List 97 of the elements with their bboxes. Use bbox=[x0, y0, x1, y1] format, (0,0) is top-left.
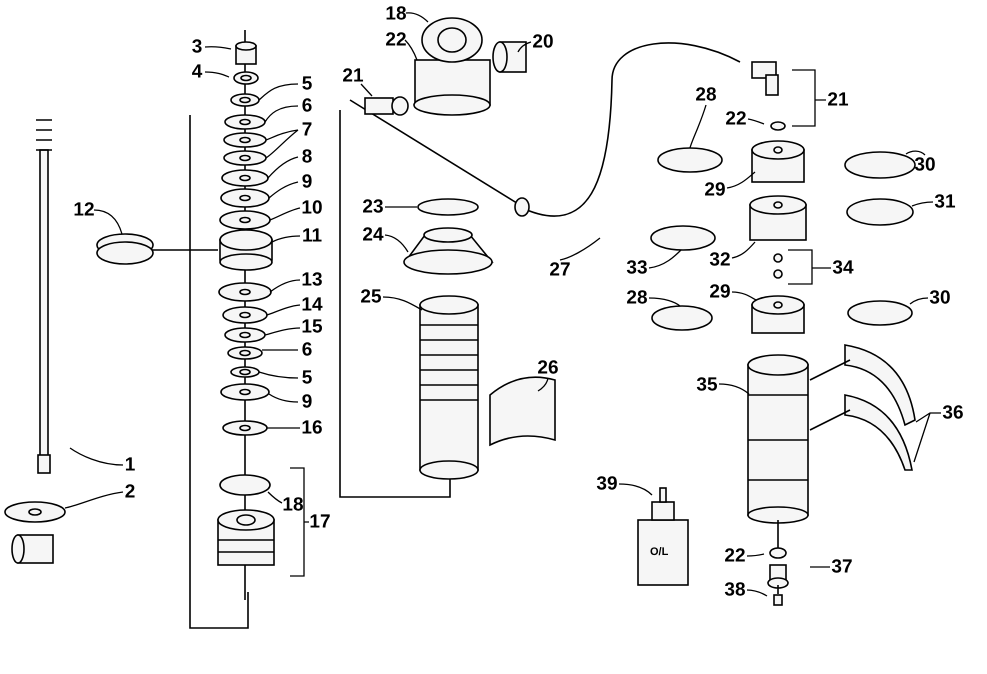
leader-line bbox=[906, 150, 926, 156]
leader-line bbox=[64, 491, 124, 509]
leader-line bbox=[913, 412, 942, 463]
leader-line bbox=[404, 40, 418, 60]
callout-number: 20 bbox=[531, 32, 555, 52]
leader-line bbox=[748, 118, 764, 125]
leader-line bbox=[265, 129, 299, 159]
callout-number: 16 bbox=[300, 418, 324, 438]
callout-number: 26 bbox=[536, 358, 560, 378]
callout-number: 21 bbox=[826, 90, 850, 110]
callout-number: 21 bbox=[341, 66, 365, 86]
leader-line bbox=[204, 71, 230, 78]
leader-line bbox=[270, 279, 300, 293]
leader-line bbox=[289, 467, 310, 577]
leader-line bbox=[791, 69, 827, 127]
leader-line bbox=[732, 291, 756, 301]
callout-number: 29 bbox=[703, 180, 727, 200]
callout-number: 11 bbox=[300, 226, 324, 246]
leader-line bbox=[560, 237, 600, 261]
callout-number: 6 bbox=[300, 96, 314, 116]
callout-number: 10 bbox=[300, 198, 324, 218]
leader-line bbox=[732, 242, 756, 259]
leader-line bbox=[787, 249, 832, 285]
callout-number: 9 bbox=[300, 392, 314, 412]
callout-number: 28 bbox=[694, 86, 718, 104]
callout-number: 25 bbox=[359, 288, 383, 306]
leader-line bbox=[726, 172, 756, 189]
callout-number: 28 bbox=[625, 288, 649, 308]
callout-number: 14 bbox=[300, 296, 324, 314]
leader-line bbox=[648, 250, 682, 269]
callout-number: 5 bbox=[300, 368, 314, 388]
leader-line bbox=[689, 104, 707, 148]
leader-line bbox=[70, 447, 124, 466]
callout-number: 8 bbox=[300, 148, 314, 166]
callout-number: 22 bbox=[723, 546, 747, 566]
leader-line bbox=[747, 553, 764, 557]
callout-number: 5 bbox=[300, 74, 314, 94]
callout-number: 4 bbox=[190, 62, 204, 82]
callout-number: 31 bbox=[933, 192, 957, 212]
callout-number: 9 bbox=[300, 172, 314, 192]
callout-number: 3 bbox=[190, 38, 204, 56]
callout-number: 30 bbox=[913, 156, 937, 174]
callout-number: 23 bbox=[361, 198, 385, 216]
leader-line bbox=[268, 181, 298, 198]
leader-line bbox=[204, 46, 232, 50]
leader-line bbox=[517, 41, 532, 52]
callout-number: 18 bbox=[281, 496, 305, 514]
leader-line bbox=[910, 297, 928, 305]
callout-number: 13 bbox=[300, 270, 324, 290]
leader-line bbox=[258, 83, 298, 100]
leader-line bbox=[94, 209, 123, 234]
leader-line bbox=[382, 296, 422, 311]
callout-number: 12 bbox=[72, 200, 96, 220]
leader-line bbox=[264, 327, 300, 336]
leader-line bbox=[538, 378, 549, 392]
leader-line bbox=[267, 427, 300, 429]
callout-number: 29 bbox=[708, 282, 732, 302]
callout-number: 18 bbox=[384, 4, 408, 24]
callout-number: 6 bbox=[300, 340, 314, 360]
callout-number: 38 bbox=[723, 580, 747, 600]
leader-line bbox=[272, 235, 300, 243]
leader-line bbox=[406, 12, 428, 22]
callout-number: 39 bbox=[595, 474, 619, 494]
container-label: O/L bbox=[650, 546, 668, 558]
callout-number: 22 bbox=[384, 30, 408, 50]
callout-number: 7 bbox=[300, 120, 314, 140]
leader-line bbox=[618, 483, 652, 496]
leader-line bbox=[268, 393, 298, 403]
callout-number: 37 bbox=[830, 558, 854, 576]
leader-line bbox=[266, 304, 300, 316]
leader-line bbox=[360, 84, 372, 96]
callout-number: 32 bbox=[708, 250, 732, 270]
leader-line bbox=[264, 105, 298, 122]
leader-line bbox=[268, 156, 298, 178]
leader-line bbox=[262, 349, 298, 351]
leader-line bbox=[810, 566, 830, 568]
callout-number: 17 bbox=[308, 512, 332, 532]
callout-number: 33 bbox=[625, 258, 649, 278]
callout-number: 2 bbox=[124, 482, 136, 502]
leader-line bbox=[912, 201, 934, 207]
callout-number: 22 bbox=[724, 110, 748, 128]
leader-line bbox=[385, 206, 417, 208]
leader-line bbox=[746, 589, 768, 597]
callout-number: 24 bbox=[361, 226, 385, 244]
callout-number: 30 bbox=[928, 288, 952, 308]
leader-line bbox=[384, 234, 409, 252]
callout-number: 27 bbox=[548, 260, 572, 280]
callout-number: 35 bbox=[695, 376, 719, 394]
leader-line bbox=[718, 383, 750, 394]
callout-number: 36 bbox=[941, 404, 965, 422]
leader-line bbox=[268, 492, 282, 504]
callout-number: 15 bbox=[300, 318, 324, 336]
callout-number: 1 bbox=[124, 456, 136, 474]
leader-line bbox=[258, 371, 298, 379]
callout-number: 34 bbox=[831, 258, 855, 278]
leader-line bbox=[270, 207, 300, 221]
leader-line bbox=[648, 297, 680, 307]
